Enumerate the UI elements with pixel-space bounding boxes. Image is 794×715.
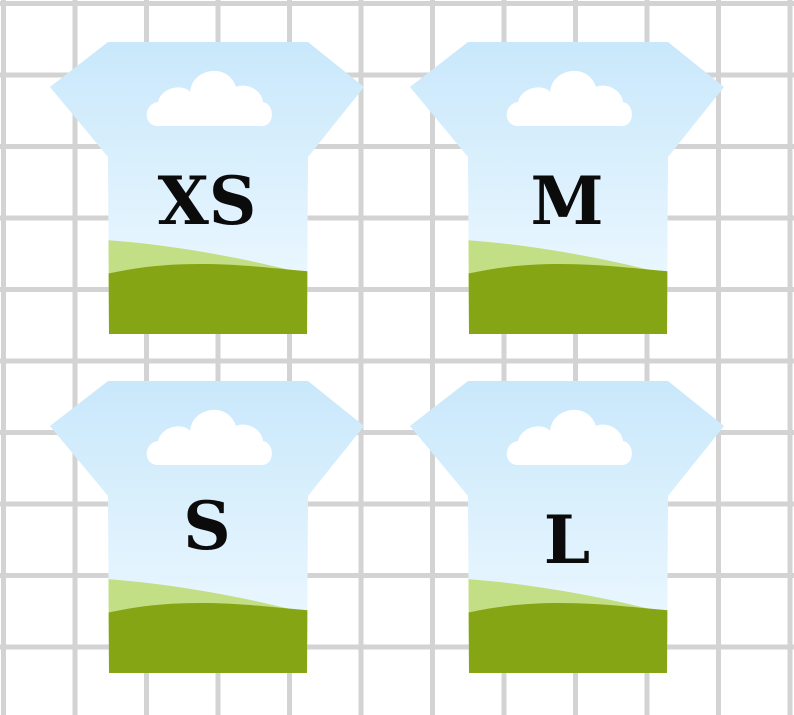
tshirt-l: L [410,381,724,673]
tshirt-m-graphic [410,42,724,334]
dark-hill [50,603,364,673]
tshirt-xs: XS [50,42,364,334]
cloud-icon [506,409,632,465]
dark-hill [410,603,724,673]
size-label-xs: XS [157,162,257,240]
tshirt-s: S [50,381,364,673]
cloud-icon [146,70,272,126]
tshirt-s-graphic [50,381,364,673]
tshirt-xs-graphic [50,42,364,334]
dark-hill [50,264,364,334]
size-label-l: L [543,501,591,579]
dark-hill [410,264,724,334]
size-label-m: M [530,162,604,240]
tshirt-m: M [410,42,724,334]
tshirt-l-graphic [410,381,724,673]
cloud-icon [146,409,272,465]
cloud-icon [506,70,632,126]
size-label-s: S [183,487,231,565]
